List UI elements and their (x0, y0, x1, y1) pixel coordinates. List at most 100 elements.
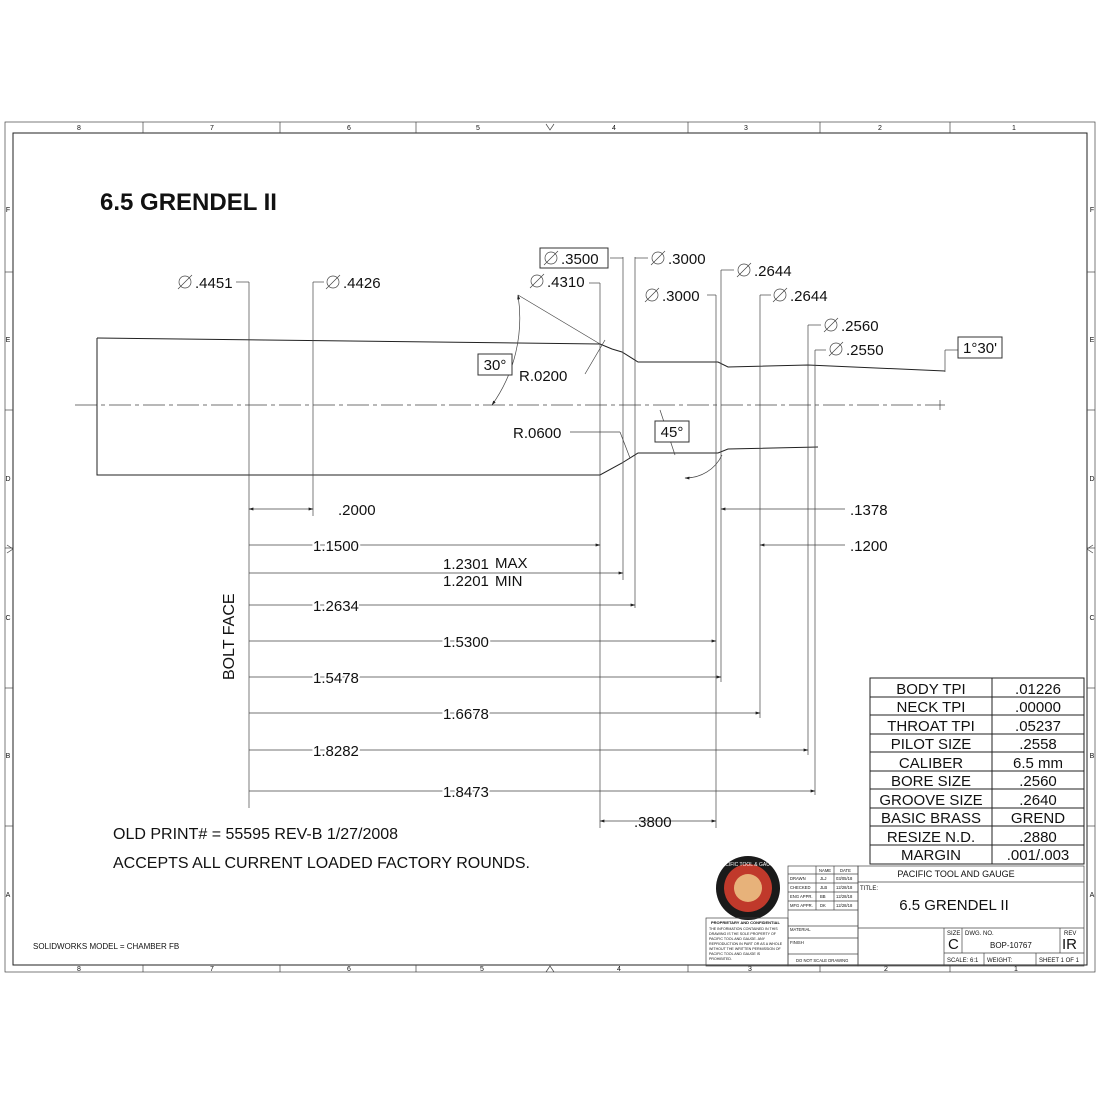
approval-date: 12/28/18 (836, 894, 853, 899)
spec-label: BODY TPI (896, 681, 965, 698)
weight-label: WEIGHT: (987, 958, 1012, 964)
svg-text:1°30': 1°30' (963, 340, 997, 357)
dim-label: 1.8473 (443, 784, 489, 801)
border-row-label: C (5, 615, 10, 622)
spec-value: GREND (1011, 810, 1065, 827)
proprietary-line: THE INFORMATION CONTAINED IN THIS (709, 927, 778, 931)
spec-value: .2880 (1019, 829, 1057, 846)
rev-value: IR (1062, 936, 1077, 953)
dim-label: 1.2301 (443, 556, 489, 573)
svg-text:.4451: .4451 (195, 275, 233, 292)
bolt-face-label: BOLT FACE (221, 593, 238, 680)
approval-date: 12/28/18 (836, 903, 853, 908)
border-row-label: F (6, 207, 10, 214)
svg-text:.4310: .4310 (547, 274, 585, 291)
svg-text:.3000: .3000 (662, 288, 700, 305)
angle-label-taper: 1°30' (957, 336, 1003, 359)
spec-label: GROOVE SIZE (879, 792, 982, 809)
approval-date: 12/28/18 (836, 885, 853, 890)
radius-label-lower: R.0600 (513, 425, 561, 442)
border-row-label: A (1090, 892, 1095, 899)
spec-value: .001/.003 (1007, 847, 1070, 864)
solidworks-note: SOLIDWORKS MODEL = CHAMBER FB (33, 942, 179, 951)
approval-name: JLJ (820, 876, 827, 881)
svg-text:.4426: .4426 (343, 275, 381, 292)
do-not-scale-note: DO NOT SCALE DRAWING (796, 958, 848, 963)
border-row-label: A (6, 892, 11, 899)
border-row-label: D (1089, 476, 1094, 483)
approval-name: DK (820, 903, 826, 908)
svg-text:30°: 30° (484, 357, 507, 374)
diameter-callout-boxed: .3500 (539, 247, 609, 269)
size-label: SIZE (947, 931, 960, 937)
dwg-no: BOP-10767 (990, 941, 1032, 950)
finish-label: FINISH (790, 940, 804, 945)
dim-label: .2000 (338, 502, 376, 519)
dim-label: .3800 (634, 814, 672, 831)
approval-date: 03/05/18 (836, 876, 853, 881)
diameter-callout: .4451 (177, 274, 233, 292)
date-header: DATE (840, 868, 851, 873)
spec-value: .00000 (1015, 699, 1061, 716)
dim-label: 1.5300 (443, 634, 489, 651)
border-col-label: 8 (77, 966, 81, 973)
logo-text: PACIFIC TOOL & GAUGE (719, 862, 778, 868)
angle-label-throat: 45° (654, 420, 690, 443)
dim-label: 1.5478 (313, 670, 359, 687)
spec-table: BODY TPI.01226 NECK TPI.00000 THROAT TPI… (869, 677, 1085, 865)
radius-label-upper: R.0200 (519, 368, 567, 385)
spec-label: PILOT SIZE (891, 736, 972, 753)
angle-arcs (491, 294, 723, 480)
proprietary-line: REPRODUCTION IN PART OR AS A WHOLE (709, 942, 783, 946)
dim-label: 1.2634 (313, 598, 359, 615)
dim-label: .1378 (850, 502, 888, 519)
border-col-label: 7 (210, 125, 214, 132)
scale-label: SCALE: 6:1 (947, 958, 979, 964)
approval-role: MFG APPR. (790, 903, 813, 908)
dim-label: 1.6678 (443, 706, 489, 723)
spec-value: .2558 (1019, 736, 1057, 753)
border-col-label: 5 (480, 966, 484, 973)
dim-label: 1.2201 (443, 573, 489, 590)
border-col-label: 1 (1014, 966, 1018, 973)
diameter-callout: .2644 (772, 287, 828, 305)
svg-text:.2644: .2644 (790, 288, 828, 305)
border-col-label: 2 (884, 966, 888, 973)
border-col-label: 3 (748, 966, 752, 973)
approval-role: DRAWN (790, 876, 806, 881)
diameter-callout: .2550 (828, 341, 884, 359)
approval-role: ENG APPR. (790, 894, 813, 899)
drawing-border (4, 121, 1096, 973)
spec-value: 6.5 mm (1013, 755, 1063, 772)
diameter-callout: .3000 (644, 287, 700, 305)
spec-label: MARGIN (901, 847, 961, 864)
drawing-title: 6.5 GRENDEL II (100, 189, 277, 216)
sheet-label: SHEET 1 OF 1 (1039, 958, 1080, 964)
border-row-label: E (1090, 337, 1095, 344)
border-col-label: 6 (347, 966, 351, 973)
proprietary-heading: PROPRIETARY AND CONFIDENTIAL (711, 920, 780, 925)
note-old-print: OLD PRINT# = 55595 REV-B 1/27/2008 (113, 826, 398, 843)
spec-table-grid (870, 696, 1084, 846)
title-label: TITLE: (860, 886, 878, 892)
spec-label: CALIBER (899, 755, 963, 772)
proprietary-line: PACIFIC TOOL AND GAUGE. ANY (709, 937, 766, 941)
proprietary-line: DRAWING IS THE SOLE PROPERTY OF (709, 932, 777, 936)
company-name: PACIFIC TOOL AND GAUGE (897, 869, 1014, 879)
dim-label: 1.8282 (313, 743, 359, 760)
title-block: PROPRIETARY AND CONFIDENTIAL THE INFORMA… (705, 865, 1085, 967)
spec-label: BASIC BRASS (881, 810, 981, 827)
border-row-label: F (1090, 207, 1094, 214)
border-col-label: 4 (617, 966, 621, 973)
spec-value: .01226 (1015, 681, 1061, 698)
spec-value: .2560 (1019, 773, 1057, 790)
diameter-callout: .2560 (823, 317, 879, 335)
border-col-label: 5 (476, 125, 480, 132)
dwg-no-label: DWG. NO. (965, 931, 994, 937)
note-factory-rounds: ACCEPTS ALL CURRENT LOADED FACTORY ROUND… (113, 855, 530, 872)
border-col-label: 1 (1012, 125, 1016, 132)
svg-text:45°: 45° (661, 424, 684, 441)
dim-label: MAX (495, 555, 528, 572)
size-value: C (948, 936, 959, 953)
